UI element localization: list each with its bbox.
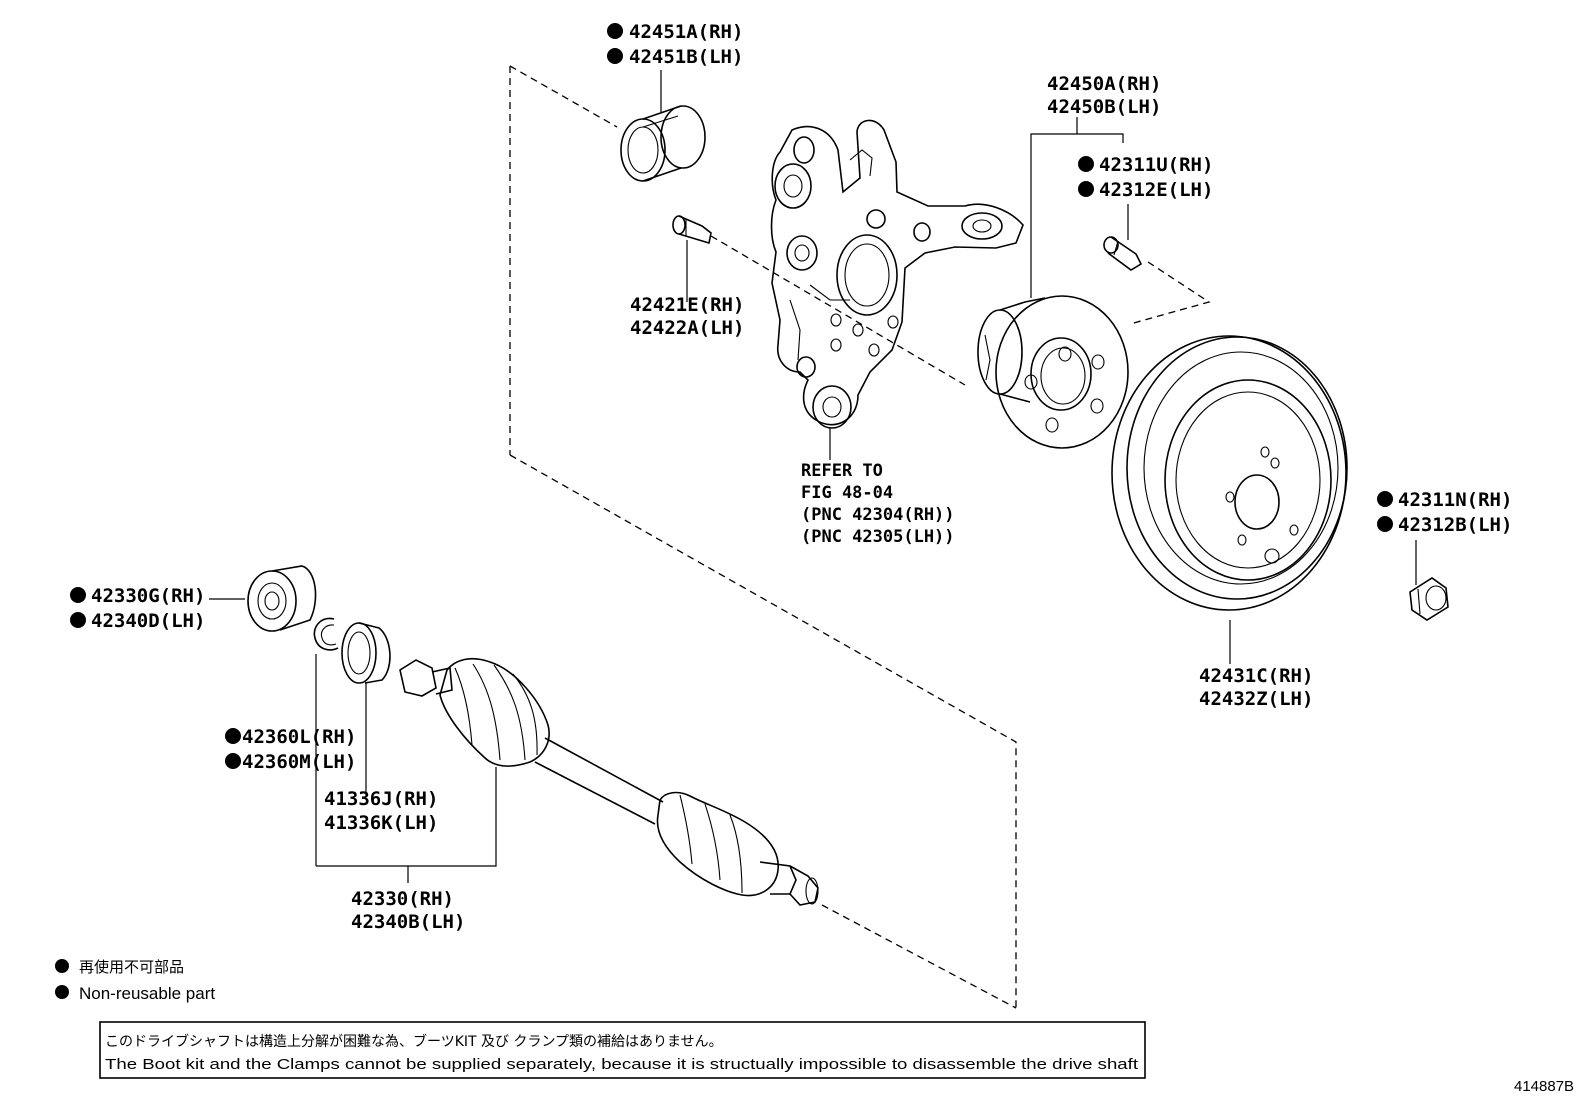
assembly-boundary (509, 65, 1211, 1009)
non-reusable-marker (70, 612, 86, 628)
drive-shaft-part (399, 658, 819, 906)
shaft-seal-part (247, 565, 317, 632)
label-snap-ring: 42360L(RH) 42360M(LH) (225, 726, 356, 773)
dust-cover-part (341, 622, 391, 684)
label-disc-nut: 42311N(RH) 42312B(LH) (1377, 489, 1512, 536)
non-reusable-marker (1377, 491, 1393, 507)
label-disc-rh: 42431C(RH) (1199, 665, 1313, 687)
snap-ring-part (313, 617, 339, 651)
label-shaft-seal: 42330G(RH) 42340D(LH) (70, 585, 205, 632)
non-reusable-marker (225, 728, 241, 744)
label-knuckle-bolt-rh: 42421E(RH) (630, 294, 744, 316)
label-hub-bearing: 42450A(RH) 42450B(LH) (1047, 73, 1161, 118)
label-bearing-seal-lh: 42451B(LH) (629, 46, 743, 68)
label-dust-cover-lh: 41336K(LH) (324, 812, 438, 834)
hub-bearing-part (977, 295, 1129, 449)
label-knuckle-bolt: 42421E(RH) 42422A(LH) (630, 294, 744, 339)
label-disc-lh: 42432Z(LH) (1199, 688, 1313, 710)
label-refer-line3: (PNC 42304(RH)) (801, 505, 955, 525)
notice-frame (99, 1021, 1146, 1079)
label-disc-nut-lh: 42312B(LH) (1398, 514, 1512, 536)
label-dust-cover-rh: 41336J(RH) (324, 788, 438, 810)
label-bearing-seal: 42451A(RH) 42451B(LH) (607, 21, 743, 68)
non-reusable-marker (55, 959, 69, 973)
label-snap-ring-rh: 42360L(RH) (242, 726, 356, 748)
label-dust-cover: 41336J(RH) 41336K(LH) (324, 788, 438, 834)
label-snap-ring-lh: 42360M(LH) (242, 751, 356, 773)
non-reusable-marker (70, 587, 86, 603)
brake-disc-part (1111, 335, 1348, 611)
non-reusable-marker (1078, 156, 1094, 172)
label-hub-bearing-rh: 42450A(RH) (1047, 73, 1161, 95)
notice-text-en: The Boot kit and the Clamps cannot be su… (105, 1057, 1138, 1073)
label-hub-bolt: 42311U(RH) 42312E(LH) (1078, 154, 1213, 201)
legend-text-en: Non-reusable part (79, 984, 215, 1003)
non-reusable-marker (607, 23, 623, 39)
label-hub-bearing-lh: 42450B(LH) (1047, 96, 1161, 118)
label-refer-line2: FIG 48-04 (801, 483, 893, 503)
label-hub-bolt-rh: 42311U(RH) (1099, 154, 1213, 176)
bearing-seal-part (620, 105, 706, 182)
label-refer-line1: REFER TO (801, 461, 883, 481)
non-reusable-marker (225, 753, 241, 769)
knuckle-bolt-part (672, 215, 712, 245)
non-reusable-marker (1377, 516, 1393, 532)
label-disc: 42431C(RH) 42432Z(LH) (1199, 665, 1313, 710)
label-refer: REFER TO FIG 48-04 (PNC 42304(RH)) (PNC … (801, 461, 955, 547)
label-knuckle-bolt-lh: 42422A(LH) (630, 317, 744, 339)
label-drive-shaft-lh: 42340B(LH) (351, 911, 465, 933)
hub-bolt-part (1103, 236, 1143, 271)
notice-box: このドライブシャフトは構造上分解が困難な為、ブーツKIT 及び クランプ類の補給… (99, 1021, 1146, 1079)
label-drive-shaft-rh: 42330(RH) (351, 888, 454, 910)
label-shaft-seal-lh: 42340D(LH) (91, 610, 205, 632)
non-reusable-marker (55, 985, 69, 999)
legend-text-jp: 再使用不可部品 (79, 958, 184, 976)
steering-knuckle-part (770, 119, 1024, 429)
legend: 再使用不可部品 Non-reusable part (55, 958, 215, 1003)
notice-text-jp: このドライブシャフトは構造上分解が困難な為、ブーツKIT 及び クランプ類の補給… (105, 1033, 723, 1050)
non-reusable-marker (607, 48, 623, 64)
label-bearing-seal-rh: 42451A(RH) (629, 21, 743, 43)
label-refer-line4: (PNC 42305(LH)) (801, 527, 955, 547)
label-shaft-seal-rh: 42330G(RH) (91, 585, 205, 607)
label-disc-nut-rh: 42311N(RH) (1398, 489, 1512, 511)
hub-bearing-leader (1030, 117, 1124, 298)
disc-nut-part (1409, 577, 1449, 621)
figure-id: 414887B (1514, 1078, 1574, 1095)
label-hub-bolt-lh: 42312E(LH) (1099, 179, 1213, 201)
drive-shaft-leader (316, 767, 497, 883)
label-drive-shaft: 42330(RH) 42340B(LH) (351, 888, 465, 933)
non-reusable-marker (1078, 181, 1094, 197)
